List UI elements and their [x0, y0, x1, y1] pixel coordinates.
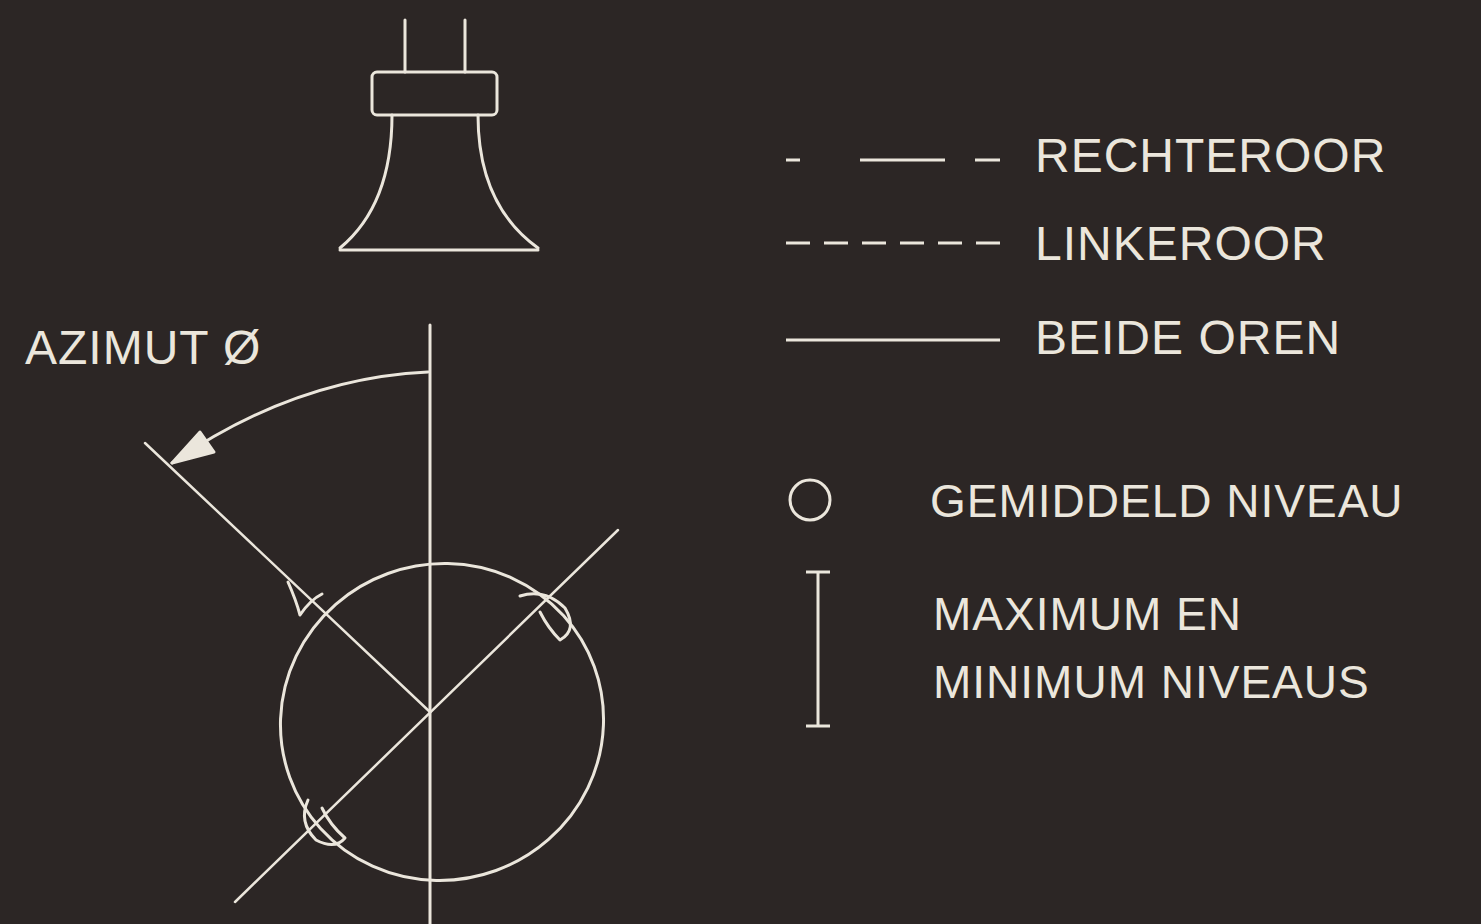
legend-line-sample: [975, 159, 1000, 162]
axis-lines: [145, 325, 618, 924]
legend-text: GEMIDDELD NIVEAU: [930, 474, 1404, 528]
legend-line-sample: [786, 339, 1000, 342]
range-bar-cap: [806, 571, 830, 574]
legend-text: BEIDE OREN: [1035, 310, 1341, 365]
azimuth-arc: [172, 372, 428, 463]
legend-line-sample: [860, 159, 945, 162]
range-bar-cap: [806, 725, 830, 728]
legend-line-sample: [786, 159, 800, 162]
angle-label: AZIMUT Ø: [25, 320, 261, 375]
head-top-view: [236, 518, 649, 924]
loudspeaker: [340, 20, 538, 250]
legend-text: RECHTEROOR: [1035, 128, 1386, 183]
legend-text: MAXIMUM EN MINIMUM NIVEAUS: [933, 580, 1453, 716]
range-bar-symbol: [817, 572, 820, 726]
legend-text: LINKEROOR: [1035, 216, 1327, 271]
legend-line-sample: [786, 242, 1000, 245]
mean-level-symbol: [790, 480, 830, 520]
